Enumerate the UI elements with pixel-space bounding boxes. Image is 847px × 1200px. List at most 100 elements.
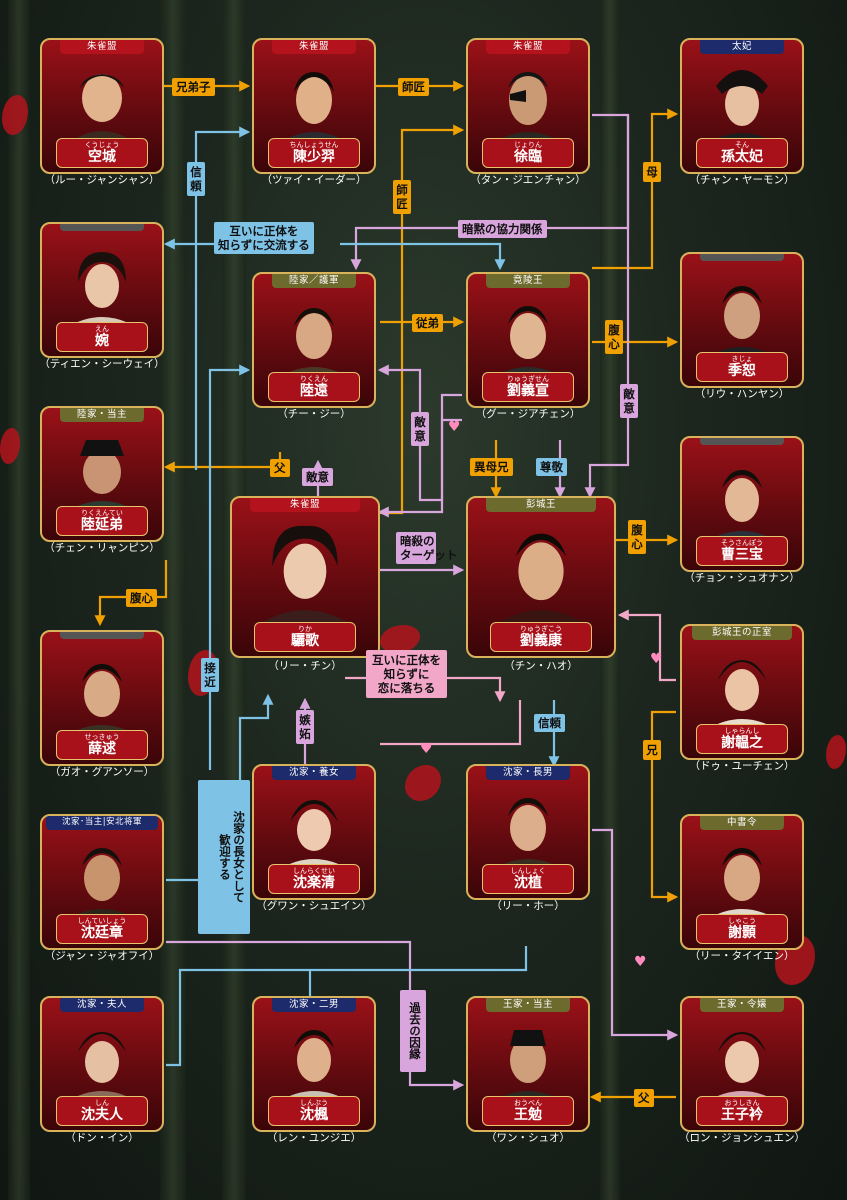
portrait-kujo bbox=[68, 74, 136, 144]
role-badge: 彭城王の正室 bbox=[692, 626, 792, 640]
portrait-shinpu bbox=[278, 1030, 350, 1102]
card-ryugiko[interactable]: 彭城王 りゅうぎこう劉義康 （チン・ハオ） bbox=[466, 496, 616, 672]
heart-icon: ♥ bbox=[650, 651, 663, 667]
label-juntei: 従弟 bbox=[412, 314, 443, 332]
label-ani: 兄 bbox=[643, 740, 661, 760]
card-shinfujin[interactable]: 沈家・夫人 しん沈夫人 （ドン・イン） bbox=[40, 996, 164, 1144]
portrait-rikuen bbox=[278, 308, 350, 378]
character-name: 徐臨 bbox=[514, 149, 542, 165]
label-haha: 母 bbox=[643, 162, 661, 182]
label-shisho2: 師匠 bbox=[393, 180, 411, 214]
label-fukushin1: 腹心 bbox=[605, 320, 623, 354]
actor-name: （ガオ・グアンソー） bbox=[49, 766, 155, 778]
card-shara[interactable]: 彭城王の正室 しゃらんし謝韞之 （ドゥ・ユーチェン） bbox=[680, 624, 804, 772]
card-sosanpo[interactable]: そうさんぽう曹三宝 （チョン・シュオナン） bbox=[680, 436, 804, 584]
actor-name: （ワン・シュオ） bbox=[486, 1132, 570, 1144]
portrait-en bbox=[66, 252, 138, 328]
card-rika[interactable]: 朱雀盟 りか驪歌 （リー・チン） bbox=[230, 496, 380, 672]
label-fukushin3: 腹心 bbox=[126, 589, 157, 607]
label-tekii2: 敵意 bbox=[302, 468, 333, 486]
actor-name: （ルー・ジャンシャン） bbox=[44, 174, 160, 186]
portrait-ryugisen bbox=[492, 306, 564, 378]
character-name: 謝韞之 bbox=[721, 735, 763, 751]
portrait-shara bbox=[706, 660, 778, 730]
heart-icon: ♥ bbox=[634, 954, 647, 970]
label-sekkin: 接近 bbox=[201, 658, 219, 692]
role-badge: 陸家／護軍 bbox=[272, 274, 356, 288]
bamboo-stalk bbox=[8, 0, 30, 1200]
card-ryugisen[interactable]: 竟陵王 りゅうぎせん劉義宣 （グー・ジアチェン） bbox=[466, 272, 590, 420]
actor-name: （ジャン・ジャオフイ） bbox=[44, 950, 160, 962]
card-jorin[interactable]: 朱雀盟 じょりん徐臨 （タン・ジエンチャン） bbox=[466, 38, 590, 186]
role-badge: 沈家･当主|安北将軍 bbox=[46, 816, 158, 830]
card-son[interactable]: 太妃 そん孫太妃 （チャン・ヤーモン） bbox=[680, 38, 804, 186]
label-chichi2: 父 bbox=[634, 1089, 654, 1107]
link-rika-from-ryu bbox=[377, 418, 462, 518]
role-badge: 太妃 bbox=[700, 40, 784, 54]
role-badge: 朱雀盟 bbox=[60, 40, 144, 54]
character-name: 沈夫人 bbox=[81, 1107, 123, 1123]
card-shako[interactable]: 中書令 しゃこう謝顥 （リー・タイイエン） bbox=[680, 814, 804, 962]
card-oshikin[interactable]: 王家・令嬢 おうしきん王子衿 （ロン・ジョンシュエン） bbox=[679, 996, 805, 1144]
label-ibokei: 異母兄 bbox=[470, 458, 513, 476]
portrait-ryugiko bbox=[495, 533, 587, 624]
actor-name: （チン・ハオ） bbox=[504, 660, 578, 672]
actor-name: （ドゥ・ユーチェン） bbox=[689, 760, 795, 772]
role-badge: 沈家・夫人 bbox=[60, 998, 144, 1012]
role-badge: 沈家・二男 bbox=[272, 998, 356, 1012]
portrait-shinrakusei bbox=[278, 800, 350, 870]
portrait-shako bbox=[706, 848, 778, 920]
character-name: 曹三宝 bbox=[721, 547, 763, 563]
label-kyodeishi: 兄弟子 bbox=[172, 78, 215, 96]
character-name: 沈楽清 bbox=[293, 875, 335, 891]
card-en[interactable]: えん婉 （ティエン・シーウェイ） bbox=[39, 222, 165, 370]
card-rikuentei[interactable]: 陸家・当主 りくえんてい陸延弟 （チェン・リャンピン） bbox=[40, 406, 164, 554]
actor-name: （リウ・ハンヤン） bbox=[694, 388, 790, 400]
label-shinrai1: 信頼 bbox=[187, 162, 205, 196]
portrait-oshikin bbox=[706, 1032, 778, 1102]
actor-name: （チェン・リャンピン） bbox=[44, 542, 160, 554]
portrait-shinshoku bbox=[492, 798, 564, 870]
card-settsu[interactable]: せっきゅう薛逑 （ガオ・グアンソー） bbox=[40, 630, 164, 778]
link-ani bbox=[650, 710, 679, 903]
card-kijo[interactable]: きじょ季恕 （リウ・ハンヤン） bbox=[680, 252, 804, 400]
card-shinshoku[interactable]: 沈家・長男 しんしょく沈植 （リー・ホー） bbox=[466, 764, 590, 912]
label-kangei: 沈家の長女として 歓迎する bbox=[198, 780, 250, 934]
actor-name: （グワン・シュエイン） bbox=[256, 900, 372, 912]
portrait-sosanpo bbox=[706, 470, 778, 542]
character-name: 沈廷章 bbox=[81, 925, 123, 941]
portrait-kijo bbox=[706, 286, 778, 358]
card-obin[interactable]: 王家・当主 おうべん王勉 （ワン・シュオ） bbox=[466, 996, 590, 1144]
actor-name: （ドン・イン） bbox=[65, 1132, 139, 1144]
character-name: 王勉 bbox=[514, 1107, 542, 1123]
portrait-jorin bbox=[492, 72, 564, 144]
card-shinteisho[interactable]: 沈家･当主|安北将軍 しんていしょう沈廷章 （ジャン・ジャオフイ） bbox=[40, 814, 164, 962]
heart-icon: ♥ bbox=[420, 741, 433, 757]
card-rikuen[interactable]: 陸家／護軍 りくえん陸遠 （チー・ジー） bbox=[252, 272, 376, 420]
role-badge: 竟陵王 bbox=[486, 274, 570, 288]
character-name: 沈楓 bbox=[300, 1107, 328, 1123]
character-name: 劉義宣 bbox=[507, 383, 549, 399]
link-haha bbox=[592, 108, 679, 270]
actor-name: （ティエン・シーウェイ） bbox=[39, 358, 165, 370]
actor-name: （グー・ジアチェン） bbox=[475, 408, 581, 420]
portrait-son bbox=[706, 70, 778, 144]
label-sonkei: 尊敬 bbox=[536, 458, 567, 476]
label-tekii1: 敵意 bbox=[411, 412, 429, 446]
link-shinfu bbox=[592, 828, 679, 1041]
character-name: 季恕 bbox=[728, 363, 756, 379]
role-badge: 朱雀盟 bbox=[486, 40, 570, 54]
card-kujo[interactable]: 朱雀盟 くうじょう空城 （ルー・ジャンシャン） bbox=[40, 38, 164, 186]
card-shinpu[interactable]: 沈家・二男 しんぷう沈楓 （レン・ユンジエ） bbox=[252, 996, 376, 1144]
card-chin[interactable]: 朱雀盟 ちんしょうせん陳少羿 （ツァイ・イーダー） bbox=[252, 38, 376, 186]
actor-name: （タン・ジエンチャン） bbox=[470, 174, 586, 186]
label-shitto: 嫉妬 bbox=[296, 710, 314, 744]
petal bbox=[826, 735, 846, 769]
link-tekii1 bbox=[377, 364, 462, 502]
character-name: 薛逑 bbox=[88, 741, 116, 757]
actor-name: （レン・ユンジエ） bbox=[266, 1132, 362, 1144]
portrait-settsu bbox=[66, 664, 138, 736]
card-shinrakusei[interactable]: 沈家・養女 しんらくせい沈楽清 （グワン・シュエイン） bbox=[252, 764, 376, 912]
actor-name: （ツァイ・イーダー） bbox=[261, 174, 367, 186]
